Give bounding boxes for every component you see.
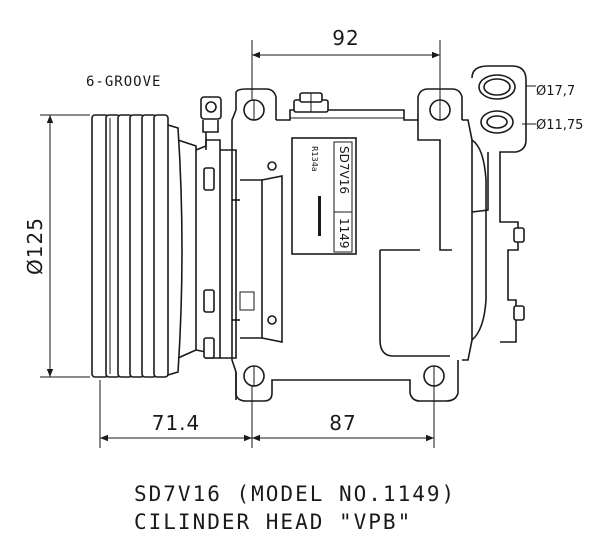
nameplate-model: SD7V16 xyxy=(337,146,351,194)
service-ports xyxy=(471,65,527,343)
dimension-top: 92 xyxy=(251,26,441,100)
dimension-pulley: Ø125 xyxy=(23,114,90,378)
caption-line-2: CILINDER HEAD "VPB" xyxy=(134,510,412,534)
nameplate-refrigerant: R134a xyxy=(310,146,319,172)
port-small-label: Ø11,75 xyxy=(536,118,583,133)
front-housing xyxy=(195,96,237,359)
dimension-bottom: 71.4 87 xyxy=(99,380,435,448)
compressor-body xyxy=(231,88,487,402)
pulley xyxy=(91,114,197,378)
dimension-pulley-value: Ø125 xyxy=(23,217,47,275)
nameplate-number: 1149 xyxy=(337,218,351,249)
dimension-bottom-value: 87 xyxy=(329,411,356,435)
nameplate: SD7V16 1149 R134a xyxy=(291,137,357,255)
groove-label: 6-GROOVE xyxy=(86,74,161,90)
dimension-top-value: 92 xyxy=(332,26,359,50)
dimension-left-value: 71.4 xyxy=(152,411,201,435)
top-plug xyxy=(293,92,329,113)
port-large-label: Ø17,7 xyxy=(536,84,575,99)
caption-line-1: SD7V16 (MODEL NO.1149) xyxy=(134,482,456,506)
